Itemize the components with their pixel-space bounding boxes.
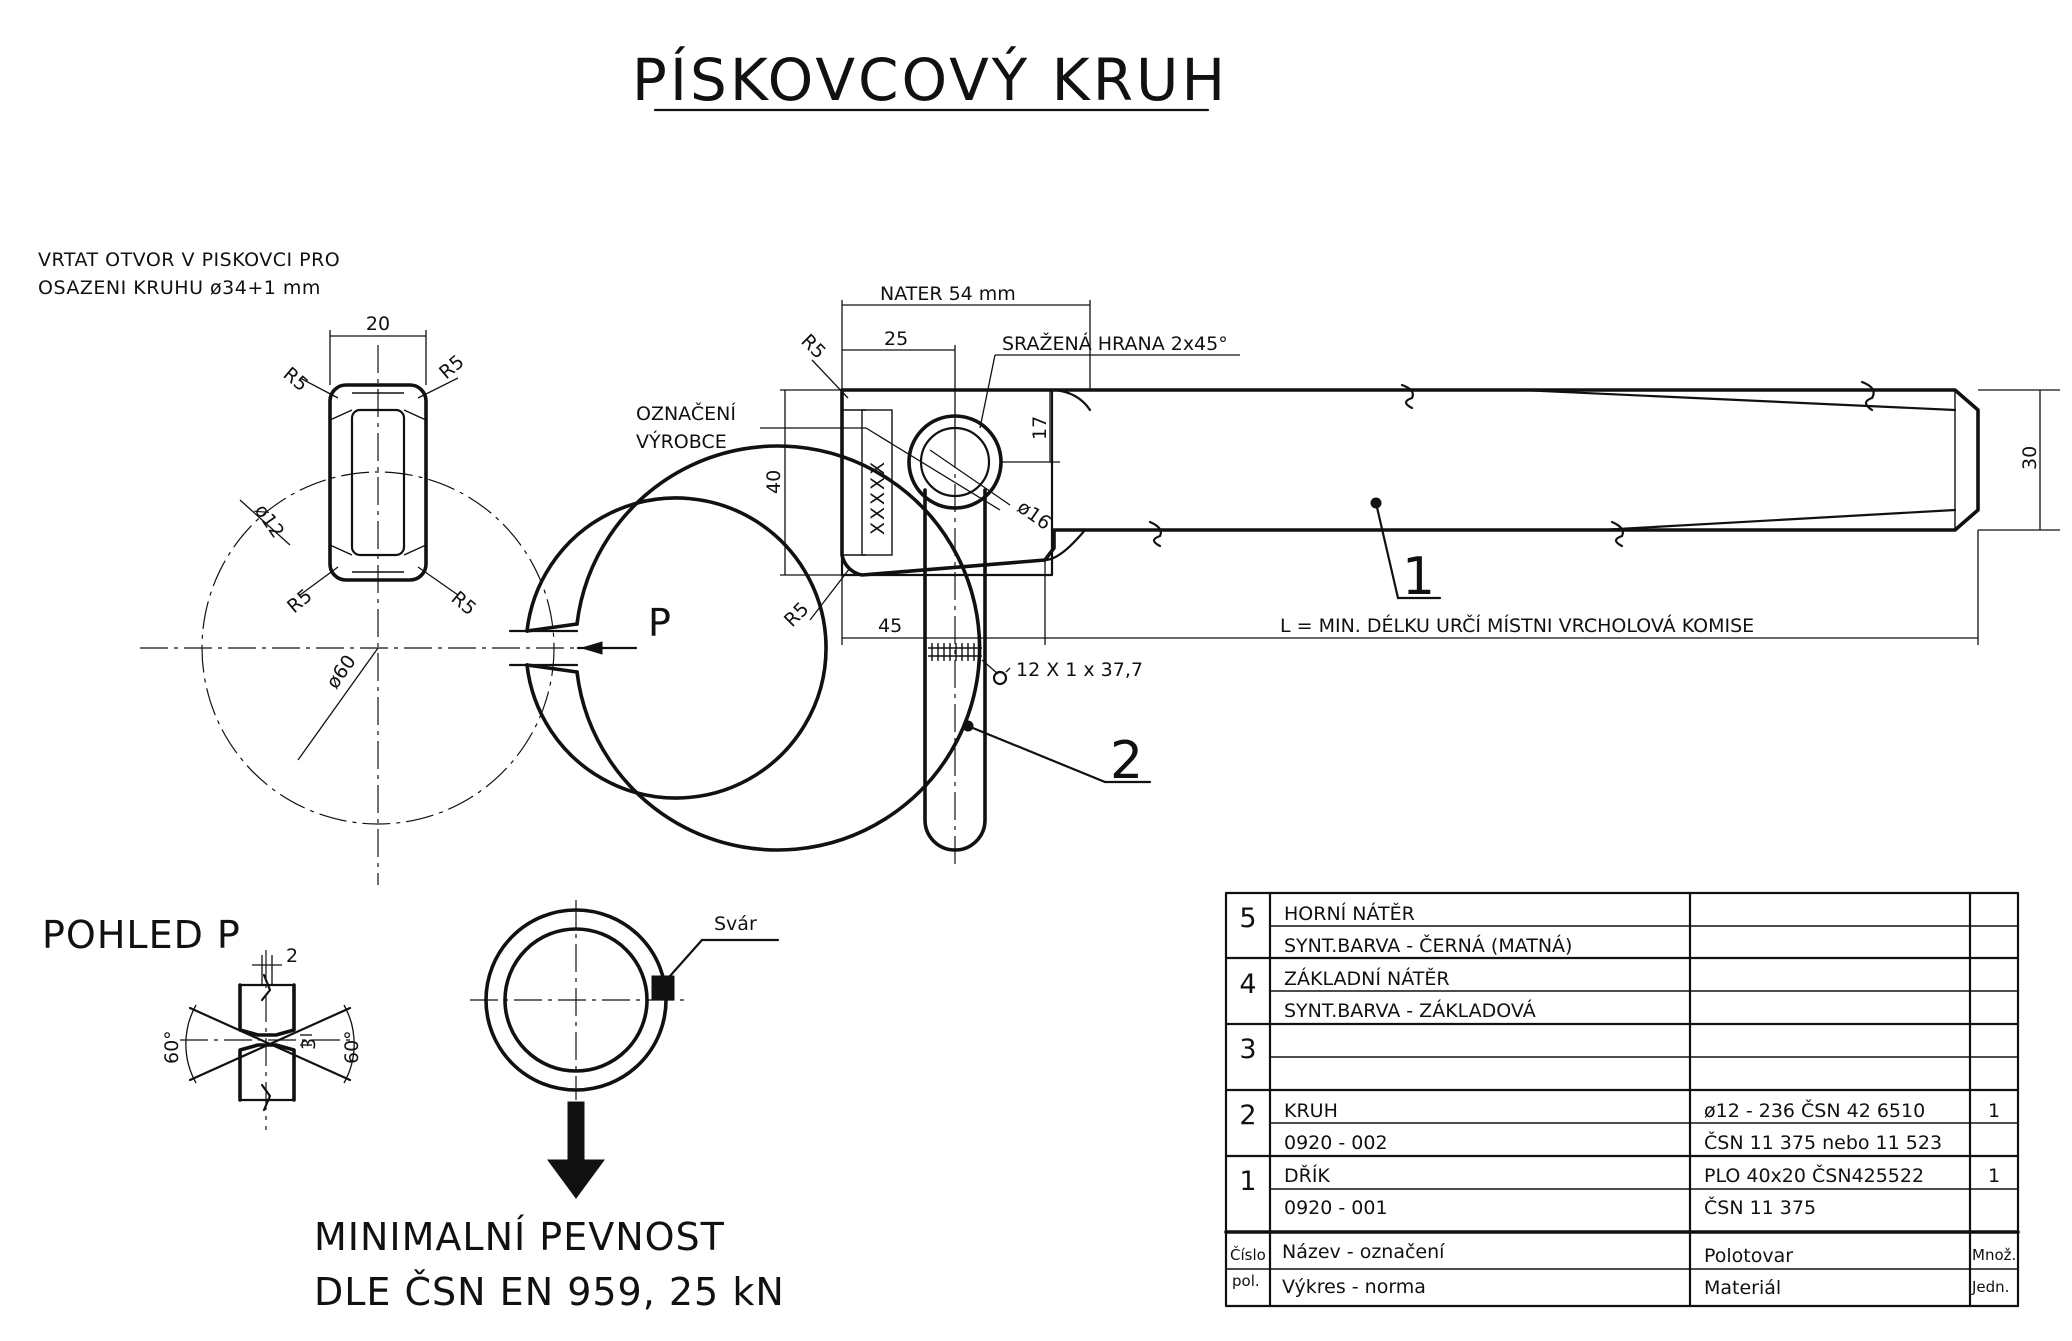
dim-r5-lower: R5: [780, 598, 813, 631]
bom-row-4-drawing: SYNT.BARVA - ZÁKLADOVÁ: [1284, 999, 1536, 1022]
dim-r5-bottom-left: R5: [283, 585, 317, 618]
bom-header-qty-b: Jedn.: [1971, 1278, 2009, 1296]
bom-row-2-drawing: 0920 - 002: [1284, 1132, 1388, 1154]
strength-line2: DLE ČSN EN 959, 25 kN: [314, 1270, 785, 1314]
dim-30: 30: [2019, 446, 2041, 470]
maker-mark-text: XXXXX: [867, 460, 889, 535]
drawing-title: PÍSKOVCOVÝ KRUH: [632, 45, 1228, 114]
bom-row-2-num: 2: [1239, 1100, 1256, 1131]
dim-d60: ø60: [322, 651, 361, 693]
bom-row-1-qty: 1: [1988, 1165, 2000, 1187]
dim-d16: ø16: [1013, 496, 1055, 535]
strength-line1: MINIMALNÍ PEVNOST: [314, 1215, 725, 1259]
bom-row-5-num: 5: [1239, 903, 1256, 934]
drill-note-line1: VRTAT OTVOR V PISKOVCI PRO: [38, 249, 340, 271]
ring-front-view: [140, 330, 982, 885]
bom-row-1-name: DŘÍK: [1284, 1164, 1330, 1187]
dim-r5-bottom-right: R5: [447, 587, 481, 620]
bom-header-qty-a: Množ.: [1972, 1246, 2016, 1264]
bom-row-4-name: ZÁKLADNÍ NÁTĚR: [1284, 967, 1450, 990]
bom-row-1-stock: PLO 40x20 ČSN425522: [1704, 1163, 1924, 1187]
callout-1: 1: [1402, 547, 1435, 607]
dim-25: 25: [884, 328, 908, 350]
shank-assembly: [760, 300, 2060, 870]
bom-row-4-num: 4: [1239, 969, 1256, 1000]
bom-header-num-a: Číslo: [1230, 1245, 1266, 1264]
thread-note: 12 X 1 x 37,7: [1016, 659, 1143, 681]
length-note: L = MIN. DÉLKU URČÍ MÍSTNI VRCHOLOVÁ KOM…: [1280, 613, 1754, 637]
bom-row-1-material: ČSN 11 375: [1704, 1195, 1816, 1219]
bom-row-5-name: HORNÍ NÁTĚR: [1284, 902, 1415, 925]
dim-r5-upper: R5: [796, 330, 829, 363]
weld-label: Svár: [714, 913, 757, 935]
bom-row-2-qty: 1: [1988, 1100, 2000, 1122]
bom-row-3-num: 3: [1239, 1034, 1256, 1065]
bom-header-drawing: Výkres - norma: [1282, 1276, 1426, 1298]
bom-row-1-num: 1: [1239, 1166, 1256, 1197]
view-p-detail: [180, 950, 355, 1130]
dim-gap-2: 2: [286, 945, 298, 967]
view-p-label: POHLED P: [42, 913, 241, 957]
bom-header-stock: Polotovar: [1704, 1245, 1793, 1267]
bom-header-name: Název - označení: [1282, 1241, 1445, 1263]
bom-row-2-material: ČSN 11 375 nebo 11 523: [1704, 1130, 1942, 1154]
bom-header-material: Materiál: [1704, 1277, 1781, 1299]
maker-mark-line1: OZNAČENÍ: [636, 401, 736, 425]
dim-angle-left: 60°: [161, 1030, 183, 1064]
drill-note-line2: OSAZENI KRUHU ø34+1 mm: [38, 277, 321, 299]
bom-table: [1224, 891, 2020, 1308]
bom-row-2-stock: ø12 - 236 ČSN 42 6510: [1704, 1098, 1925, 1122]
view-arrow-label: P: [648, 601, 672, 645]
paint-length: NATER 54 mm: [880, 283, 1016, 305]
dim-ring-width: 20: [366, 313, 390, 335]
dim-r5-top-right: R5: [435, 351, 469, 384]
callout-2: 2: [1110, 731, 1143, 791]
weld-ring-detail: [470, 900, 780, 1199]
dim-45: 45: [878, 615, 902, 637]
bom-row-2-name: KRUH: [1284, 1100, 1338, 1122]
bom-row-1-drawing: 0920 - 001: [1284, 1197, 1388, 1219]
maker-mark-line2: VÝROBCE: [636, 430, 727, 453]
dim-r5-top-left: R5: [279, 363, 313, 396]
bom-header-num-b: pol.: [1232, 1272, 1260, 1290]
chamfer-note: SRAŽENÁ HRANA 2x45°: [1002, 332, 1228, 355]
dim-gap-3: 3: [298, 1038, 320, 1050]
bom-row-5-drawing: SYNT.BARVA - ČERNÁ (MATNÁ): [1284, 933, 1572, 957]
dim-40: 40: [763, 470, 785, 494]
dim-17: 17: [1029, 416, 1051, 440]
dim-angle-right: 60°: [341, 1030, 363, 1064]
